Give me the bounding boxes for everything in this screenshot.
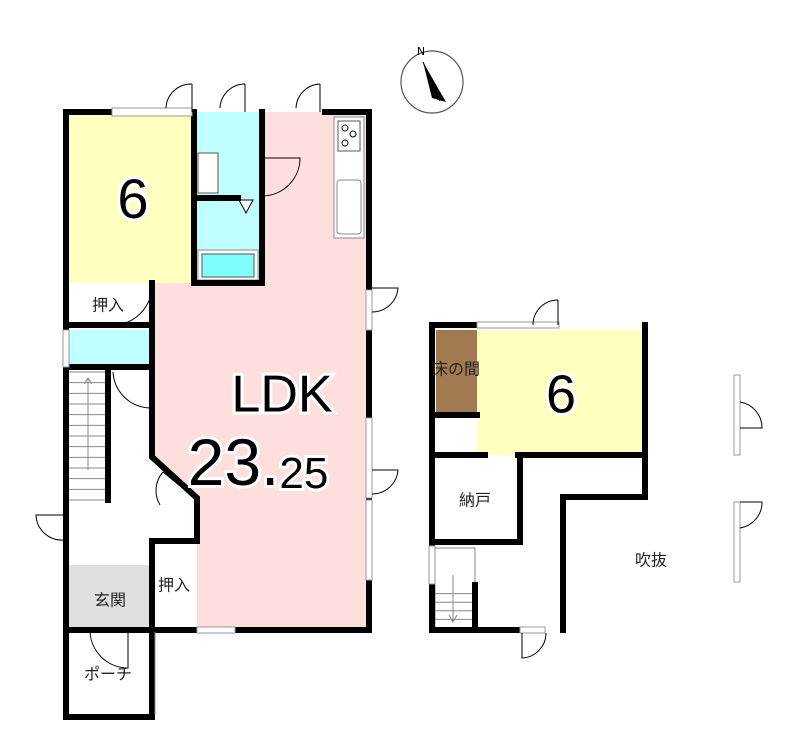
- tokonoma: [436, 330, 477, 415]
- compass-north-label: N: [417, 45, 425, 58]
- sink-icon: [336, 179, 362, 235]
- bedroom-2f: [477, 330, 645, 455]
- floor-1: 6 LDK 23.25 押入 押入 玄関 ポーチ: [35, 83, 399, 720]
- door-icons: [35, 83, 399, 669]
- void-label: 吹抜: [635, 551, 667, 570]
- ldk-area: 23.25: [188, 425, 329, 499]
- floor-2: 6 床の間 納戸 吹抜: [428, 299, 763, 659]
- tokonoma-label: 床の間: [432, 360, 480, 379]
- ldk-room: [152, 112, 369, 630]
- toilet-room: [68, 330, 150, 367]
- closet-1f-label: 押入: [92, 296, 124, 315]
- bedroom-1f: [66, 112, 194, 283]
- closet-1f-2-label: 押入: [158, 576, 190, 595]
- entrance-room: [68, 565, 150, 628]
- bedroom-1f-size: 6: [117, 167, 148, 230]
- stairs-1f: [67, 371, 109, 501]
- bedroom-2f-size: 6: [546, 364, 576, 424]
- ldk-label: LDK: [231, 366, 332, 424]
- compass-icon: N: [400, 45, 464, 114]
- storage-label: 納戸: [459, 491, 491, 510]
- door-icons-2f: [521, 299, 763, 659]
- stove-icon: [337, 120, 361, 152]
- washbasin-icon: [197, 152, 219, 194]
- stairs-2f: [434, 547, 476, 629]
- porch-label: ポーチ: [84, 665, 132, 684]
- entrance-label: 玄関: [94, 591, 126, 610]
